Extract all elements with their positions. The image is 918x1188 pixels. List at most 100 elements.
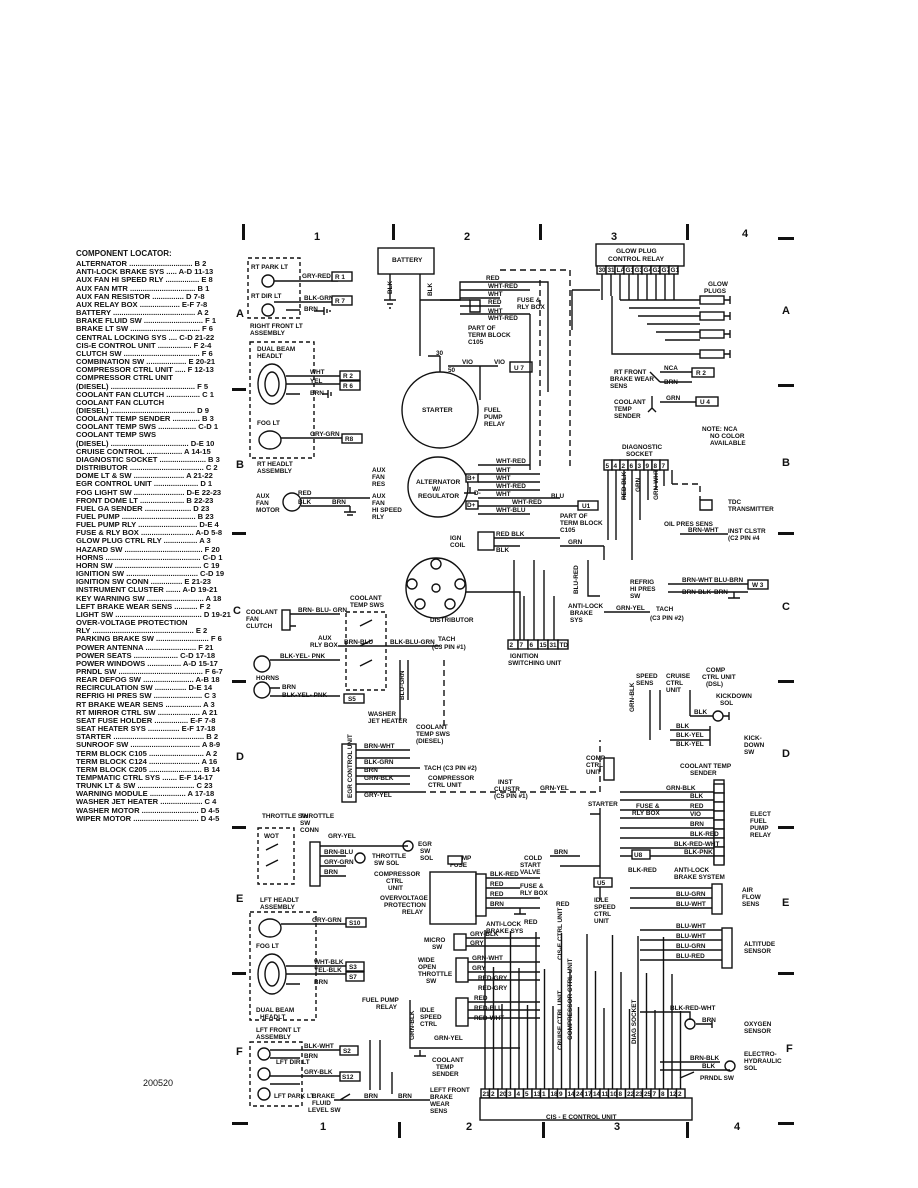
svg-text:LEFT FRONT: LEFT FRONT — [430, 1087, 470, 1094]
connector-pin — [713, 792, 725, 803]
svg-text:RED: RED — [490, 891, 504, 898]
svg-text:BLU-WHT: BLU-WHT — [676, 933, 706, 940]
svg-text:BLU: BLU — [551, 493, 565, 500]
svg-text:RED-BLU: RED-BLU — [474, 1005, 503, 1012]
connector-pin — [713, 783, 725, 794]
locator-entry: WASHER MOTOR ...........................… — [76, 806, 220, 815]
svg-text:GRY-RED: GRY-RED — [302, 273, 331, 280]
svg-text:UNIT: UNIT — [586, 769, 601, 776]
svg-text:BRN: BRN — [364, 767, 378, 774]
fuel-pump-relay-idle: FUEL PUMP RELAY IDLE SPEED CTRL RED RED-… — [362, 995, 540, 1078]
svg-text:GRN-YEL: GRN-YEL — [540, 785, 569, 792]
pin-label: G4 — [644, 267, 653, 274]
svg-text:RED: RED — [298, 490, 312, 497]
pin-label: 15 — [540, 642, 548, 649]
svg-text:BRN: BRN — [714, 589, 728, 596]
svg-text:R8: R8 — [345, 436, 354, 443]
pin-label: 31 — [608, 267, 616, 274]
svg-text:REGULATOR: REGULATOR — [418, 493, 459, 500]
svg-text:(DSL): (DSL) — [706, 681, 723, 688]
connector-pin — [713, 855, 725, 866]
column-label: 4 — [742, 228, 749, 240]
svg-text:ANTI-LOCK: ANTI-LOCK — [568, 603, 604, 610]
svg-text:SOL: SOL — [720, 700, 733, 707]
svg-text:(C2 PIN #4: (C2 PIN #4 — [728, 535, 760, 542]
svg-text:50: 50 — [448, 367, 456, 374]
pin-label: 18 — [551, 1091, 559, 1098]
svg-text:U8: U8 — [634, 852, 643, 859]
switch-icon — [265, 843, 279, 867]
svg-text:BLK-RED: BLK-RED — [490, 871, 519, 878]
pin-label: G1 — [626, 267, 635, 274]
pin-label: 30 — [599, 267, 607, 274]
svg-text:WHT: WHT — [310, 369, 325, 376]
pin-label: 13 — [534, 1091, 542, 1098]
pin-label: TD — [560, 642, 569, 649]
svg-text:IGNITION: IGNITION — [510, 653, 539, 660]
svg-text:WHT: WHT — [496, 475, 511, 482]
svg-text:BLK: BLK — [676, 723, 690, 730]
svg-text:HI PRES: HI PRES — [630, 586, 656, 593]
row-label: E — [236, 893, 243, 905]
horns: HORNS BLK-YEL- PNK BRN BLK-YEL- PNK S5 B… — [253, 653, 451, 745]
pin-label: 14 — [568, 1091, 576, 1098]
pin-label: 11 — [602, 1091, 609, 1098]
svg-text:TEMP: TEMP — [436, 1064, 454, 1071]
locator-entry: FUEL PUMP ..............................… — [76, 513, 214, 521]
pin-label: 7 — [662, 463, 666, 470]
svg-text:SW: SW — [630, 593, 641, 600]
svg-text:THROTTLE: THROTTLE — [418, 971, 453, 978]
svg-text:SW: SW — [420, 848, 431, 855]
aux-fan-motor: AUX FAN MOTOR RED BLK BRN AUX FAN RES AU… — [256, 467, 402, 521]
svg-text:GRN: GRN — [568, 539, 583, 546]
svg-text:BRN: BRN — [282, 684, 296, 691]
svg-text:BRN: BRN — [310, 390, 324, 397]
svg-text:FOG LT: FOG LT — [257, 420, 280, 427]
svg-text:UNIT: UNIT — [666, 687, 681, 694]
svg-text:COLD: COLD — [524, 855, 542, 862]
svg-text:BLK: BLK — [690, 793, 704, 800]
motor-icon — [282, 492, 302, 512]
pin-label: 23 — [636, 1091, 644, 1098]
svg-text:BLK-WHT: BLK-WHT — [304, 1043, 334, 1050]
svg-text:(C5 PIN #1): (C5 PIN #1) — [494, 793, 528, 800]
svg-text:YEL-BLK: YEL-BLK — [314, 967, 342, 974]
svg-text:HYDRAULIC: HYDRAULIC — [744, 1058, 782, 1065]
svg-text:FUSE &: FUSE & — [636, 803, 660, 810]
svg-text:RED: RED — [490, 881, 504, 888]
svg-text:R 2: R 2 — [343, 373, 353, 380]
svg-text:FOG LT: FOG LT — [256, 943, 279, 950]
oxygen-sensor: BLK-RED-WHT BRN OXYGEN SENSOR — [640, 1005, 772, 1035]
svg-text:U 4: U 4 — [700, 399, 710, 406]
pin-label: 3 — [638, 463, 642, 470]
svg-text:COMP: COMP — [586, 755, 606, 762]
svg-text:CTRL: CTRL — [420, 1021, 437, 1028]
locator-entry: CENTRAL LOCKING SYS .... C-D 21-22 — [76, 333, 215, 342]
svg-text:OVERVOLTAGE: OVERVOLTAGE — [380, 895, 429, 902]
locator-entry: IGNITION SW CONN ............... E 21-23 — [76, 578, 212, 587]
locator-entry: ALTERNATOR .............................… — [76, 260, 207, 269]
svg-text:FLOW: FLOW — [742, 894, 762, 901]
svg-text:GRN-YEL: GRN-YEL — [616, 605, 645, 612]
svg-text:OIL PRES SENS: OIL PRES SENS — [664, 521, 714, 528]
connector-pin — [557, 639, 569, 650]
svg-text:BLU-WHT: BLU-WHT — [676, 901, 706, 908]
svg-text:D+: D+ — [467, 502, 476, 509]
svg-text:WEAR: WEAR — [430, 1101, 450, 1108]
fuse-rly-box-top: RED WHT-RED WHT RED WHT WHT-RED FUSE & R… — [440, 269, 571, 470]
svg-text:WHT: WHT — [488, 308, 503, 315]
row-label: F — [786, 1043, 793, 1055]
svg-text:RED: RED — [474, 995, 488, 1002]
locator-entry: COOLANT TEMP SWS — [76, 431, 157, 440]
svg-text:SENS: SENS — [610, 383, 628, 390]
svg-text:S2: S2 — [343, 1048, 351, 1055]
svg-text:SW: SW — [432, 944, 443, 951]
svg-text:BRN: BRN — [490, 901, 504, 908]
locator-entry: HAZARD SW ..............................… — [76, 545, 220, 554]
svg-text:BLK: BLK — [387, 280, 394, 294]
distributor: DISTRIBUTOR — [405, 557, 521, 640]
svg-text:IGN: IGN — [450, 535, 462, 542]
locator-entry: GLOW PLUG CTRL RLY ................ A 3 — [76, 537, 211, 546]
svg-text:RELAY: RELAY — [376, 1004, 398, 1011]
ground-icon — [690, 712, 730, 720]
